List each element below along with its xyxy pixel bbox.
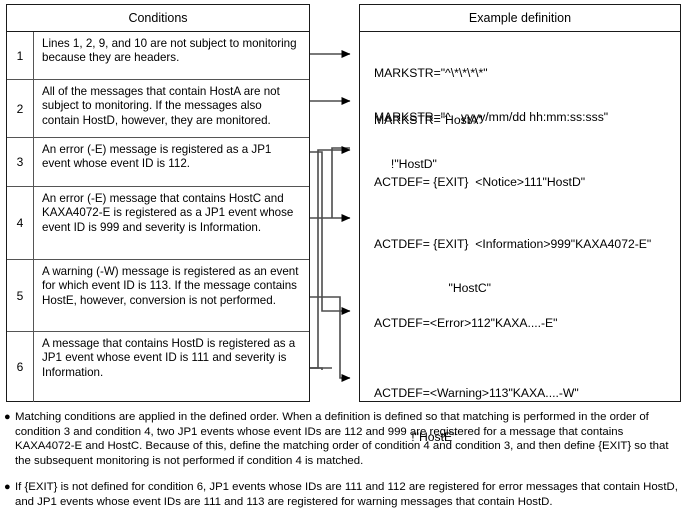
- connector-arrows: [310, 50, 351, 382]
- condition-number: 3: [7, 138, 34, 186]
- table-row: 4 An error (-E) message that contains Ho…: [7, 187, 309, 260]
- condition-number: 1: [7, 32, 34, 79]
- table-row: 5 A warning (-W) message is registered a…: [7, 260, 309, 332]
- note-item: ● Matching conditions are applied in the…: [4, 410, 687, 468]
- note-item: ● If {EXIT} is not defined for condition…: [4, 480, 687, 509]
- bullet-icon: ●: [4, 481, 11, 494]
- definition-markstr-hosta: MARKSTR="HostA" !"HostD": [374, 84, 483, 200]
- table-row: 1 Lines 1, 2, 9, and 10 are not subject …: [7, 32, 309, 80]
- definition-actdef-notice: ACTDEF= {EXIT} <Notice>111"HostD": [374, 146, 585, 219]
- definition-line: !"HostD": [374, 156, 437, 171]
- definition-line: !"HostE": [374, 429, 457, 444]
- connector-4-riser: [331, 147, 350, 218]
- connector-6: [310, 146, 351, 369]
- definition-line: MARKSTR="^ yyyy/mm/dd hh:mm:ss:sss": [374, 109, 609, 124]
- condition-number: 5: [7, 260, 34, 331]
- condition-number: 4: [7, 187, 34, 259]
- table-row: 2 All of the messages that contain HostA…: [7, 80, 309, 138]
- conditions-header: Conditions: [7, 5, 309, 32]
- condition-text: An error (-E) message that contains Host…: [42, 192, 294, 234]
- notes-section: ● Matching conditions are applied in the…: [4, 410, 687, 522]
- table-row: 3 An error (-E) message is registered as…: [7, 138, 309, 187]
- definition-line: MARKSTR="^\*\*\*\*": [374, 66, 488, 80]
- definition-line: "HostC": [374, 280, 492, 295]
- condition-number: 6: [7, 332, 34, 402]
- conditions-table: Conditions 1 Lines 1, 2, 9, and 10 are n…: [6, 4, 310, 402]
- table-row: 6 A message that contains HostD is regis…: [7, 332, 309, 402]
- definition-actdef-error: ACTDEF=<Error>112"KAXA....-E": [374, 287, 558, 360]
- definition-markstr-header: MARKSTR="^\*\*\*\*" MARKSTR="^ yyyy/mm/d…: [374, 37, 608, 153]
- definition-line: ACTDEF=<Warning>113"KAXA....-W": [374, 386, 579, 400]
- bullet-icon: ●: [4, 411, 11, 423]
- definition-actdef-warning: ACTDEF=<Warning>113"KAXA....-W" !"HostE": [374, 357, 579, 473]
- connector-5: [310, 296, 351, 382]
- definition-line: ACTDEF=<Error>112"KAXA....-E": [374, 316, 558, 330]
- example-definition-box: Example definition MARKSTR="^\*\*\*\*" M…: [359, 4, 681, 444]
- definition-actdef-information: ACTDEF= {EXIT} <Information>999"KAXA4072…: [374, 208, 651, 324]
- note-text: If {EXIT} is not defined for condition 6…: [15, 481, 678, 508]
- definition-line: ACTDEF= {EXIT} <Information>999"KAXA4072…: [374, 237, 652, 251]
- definition-line: ACTDEF= {EXIT} <Notice>111"HostD": [374, 175, 586, 189]
- definition-line: MARKSTR="HostA": [374, 113, 483, 127]
- condition-text: All of the messages that contain HostA a…: [42, 85, 280, 127]
- connector-3: [310, 151, 351, 315]
- condition-text: A warning (-W) message is registered as …: [42, 265, 299, 307]
- note-text: Matching conditions are applied in the d…: [15, 411, 669, 467]
- condition-text: Lines 1, 2, 9, and 10 are not subject to…: [42, 37, 297, 65]
- example-definition-header: Example definition: [360, 5, 680, 32]
- condition-number: 2: [7, 80, 34, 137]
- condition-text: A message that contains HostD is registe…: [42, 337, 296, 379]
- conditions-body: 1 Lines 1, 2, 9, and 10 are not subject …: [7, 32, 309, 402]
- figure-conditions-to-definitions: Conditions 1 Lines 1, 2, 9, and 10 are n…: [6, 4, 681, 444]
- condition-text: An error (-E) message is registered as a…: [42, 143, 272, 171]
